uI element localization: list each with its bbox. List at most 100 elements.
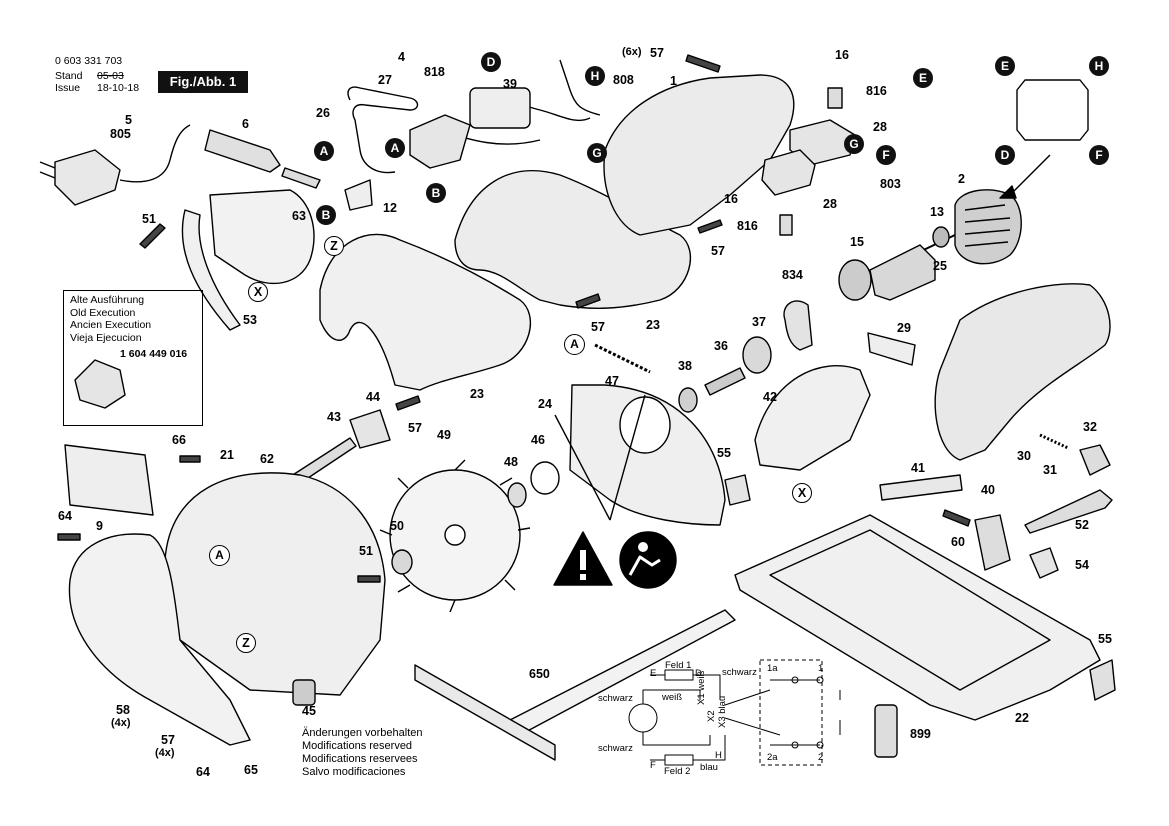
read-manual-icon (619, 531, 677, 589)
rip-fence-bar (414, 664, 556, 761)
part-label: 16 (724, 192, 738, 206)
part-label: 2 (958, 172, 965, 186)
part-label: 31 (1043, 463, 1057, 477)
part-label: 650 (529, 667, 550, 681)
bracket-29 (867, 332, 916, 366)
handle-right (454, 170, 691, 309)
pointer-arrow (554, 394, 646, 521)
marker-f: F (1089, 145, 1109, 165)
part-label: 57 (591, 320, 605, 334)
part-label: 39 (503, 77, 517, 91)
part-label: 5 (125, 113, 132, 127)
marker-h: H (1089, 56, 1109, 76)
figure-label: Fig./Abb. 1 (158, 71, 248, 93)
upper-guard (754, 365, 871, 471)
wiring-label: X3 blau (717, 695, 728, 728)
spindle (704, 367, 746, 396)
wiring-label: schwarz (598, 743, 633, 754)
wiring-label: X2 (706, 710, 717, 722)
part-label: 40 (981, 483, 995, 497)
washer-48 (507, 482, 527, 508)
old-version-part-number: 1 604 449 016 (120, 348, 188, 360)
wiring-label: 1 (818, 663, 824, 674)
old-version-line: Vieja Ejecucion (70, 331, 142, 344)
part-label: 803 (880, 177, 901, 191)
part-label: 55 (717, 446, 731, 460)
clamp-54 (1029, 547, 1059, 579)
old-version-line: Old Execution (70, 306, 136, 319)
brush-holder-upper (789, 119, 856, 166)
old-version-line: Ancien Execution (70, 319, 152, 331)
part-label: 42 (763, 390, 777, 404)
modifications-line: Änderungen vorbehalten (302, 727, 423, 739)
part-label: 834 (782, 268, 803, 282)
wiring-label: schwarz (722, 667, 757, 678)
wiring-diagram (628, 659, 841, 766)
wiring-label: weiß (662, 692, 683, 703)
part-label: 45 (302, 704, 316, 718)
part-label: 816 (737, 219, 758, 233)
part-label: 48 (504, 455, 518, 469)
handle-left (319, 233, 531, 391)
part-label: 28 (823, 197, 837, 211)
guard-65 (68, 533, 251, 746)
part-label: 63 (292, 209, 306, 223)
part-label: 9 (96, 519, 103, 533)
part-label: 27 (378, 73, 392, 87)
wiring-label: 2a (767, 752, 778, 763)
wiring-label: D (695, 668, 702, 679)
bearing (678, 387, 698, 413)
part-label: 15 (850, 235, 864, 249)
part-label: 4 (398, 50, 405, 64)
part-label: 805 (110, 127, 131, 141)
hex-key (1024, 489, 1113, 534)
part-label: 66 (172, 433, 186, 447)
wiring-label: Feld 1 (665, 660, 692, 671)
part-label: 13 (930, 205, 944, 219)
part-label: 30 (1017, 449, 1031, 463)
marker-a: A (314, 141, 334, 161)
part-label: 22 (1015, 711, 1029, 725)
brush-cap (1079, 444, 1111, 476)
part-label: 53 (243, 313, 257, 327)
marker-f: F (876, 145, 896, 165)
part-number: 0 603 331 703 (55, 55, 123, 67)
part-label: 28 (873, 120, 887, 134)
lever-44 (349, 409, 391, 449)
flange-50 (391, 549, 413, 575)
motor-housing-top (603, 74, 795, 236)
grease-tube (874, 704, 898, 758)
part-label: (4x) (111, 717, 131, 729)
part-label: 32 (1083, 420, 1097, 434)
part-label: 818 (424, 65, 445, 79)
panel-9 (64, 444, 154, 516)
part-55-left (724, 474, 751, 506)
old-switch-picture (74, 359, 126, 409)
part-label: 46 (531, 433, 545, 447)
motor-housing-main (934, 283, 1111, 461)
brush-holder-lower (761, 149, 816, 196)
part-label: 816 (866, 84, 887, 98)
part-label: 808 (613, 73, 634, 87)
part-label: 1 (670, 74, 677, 88)
part-label: 12 (383, 201, 397, 215)
part-label: 44 (366, 390, 380, 404)
part-label: 38 (678, 359, 692, 373)
washer-46 (530, 461, 560, 495)
spring-31 (1039, 433, 1069, 450)
spring (594, 343, 651, 374)
wiring-label: H (715, 750, 722, 761)
part-label: 50 (390, 519, 404, 533)
part-label: (6x) (622, 46, 642, 58)
part-label: 54 (1075, 558, 1089, 572)
fan-baffle (783, 300, 813, 351)
marker-a: A (385, 138, 405, 158)
marker-b: B (426, 183, 446, 203)
part-label: 6 (242, 117, 249, 131)
part-label: 36 (714, 339, 728, 353)
part-label: 65 (244, 763, 258, 777)
part-label: (4x) (155, 747, 175, 759)
marker-d: D (481, 52, 501, 72)
part-label: 43 (327, 410, 341, 424)
issue-label: Issue (55, 82, 81, 94)
